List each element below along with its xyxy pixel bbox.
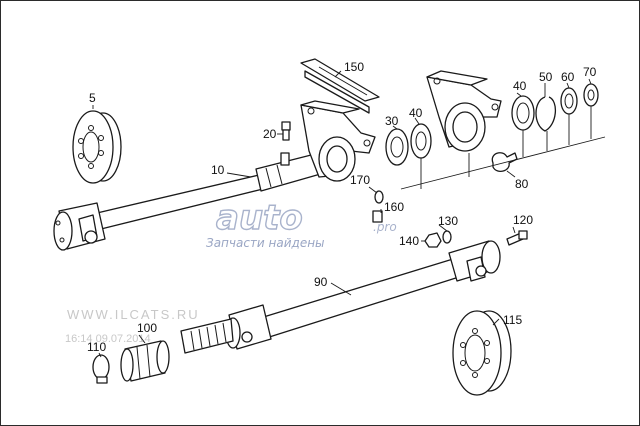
watermark-timestamp: 16:14 09.07.2014 [65,333,151,345]
bracket-150 [300,58,380,114]
ring-40-left [410,123,432,159]
label-80: 80 [515,177,529,191]
ring-70 [583,83,599,107]
label-130: 130 [438,214,458,228]
nut-140 [424,232,442,248]
watermark-logo: auto [216,198,303,238]
watermark: auto .pro Запчасти найдены WWW.ILCATS.RU… [65,197,397,345]
label-120: 120 [513,213,533,227]
label-150: 150 [344,60,364,74]
label-10: 10 [211,163,225,177]
washer-130 [442,230,452,244]
label-90: 90 [314,275,328,289]
label-140: 140 [399,234,419,248]
watermark-slogan: Запчасти найдены [206,236,325,250]
label-160: 160 [384,200,404,214]
label-30: 30 [385,114,399,128]
nut-160 [372,210,383,223]
circlip-50 [535,96,556,132]
label-40-right: 40 [513,79,527,93]
grease-nipple-20 [280,121,291,166]
ring-60 [560,87,578,115]
rear-shaft-90 [180,240,501,354]
label-60: 60 [561,70,575,84]
leader-lines [92,70,606,358]
label-5: 5 [89,91,96,105]
ring-30 [385,128,409,166]
ring-40-right [511,95,535,131]
label-100: 100 [137,321,157,335]
part-labels: 5 10 20 150 30 40 40 50 60 70 80 170 160… [87,60,597,354]
watermark-logo-tail: .pro [373,220,397,234]
center-bearing-right [426,70,502,152]
watermark-site: WWW.ILCATS.RU [67,307,200,322]
boot-100 [120,340,170,382]
flex-disc-5 [72,110,122,184]
label-170: 170 [350,173,370,187]
label-70: 70 [583,65,597,79]
wrench-80 [491,152,518,173]
center-bearing-left [300,100,376,182]
flex-disc-115 [452,310,512,396]
label-115: 115 [503,313,522,327]
washer-170 [374,190,384,204]
bolt-120 [506,230,528,246]
label-40-left: 40 [409,106,423,120]
label-110: 110 [87,340,106,354]
label-20: 20 [263,127,277,141]
clamp-110 [92,354,110,384]
label-50: 50 [539,70,553,84]
